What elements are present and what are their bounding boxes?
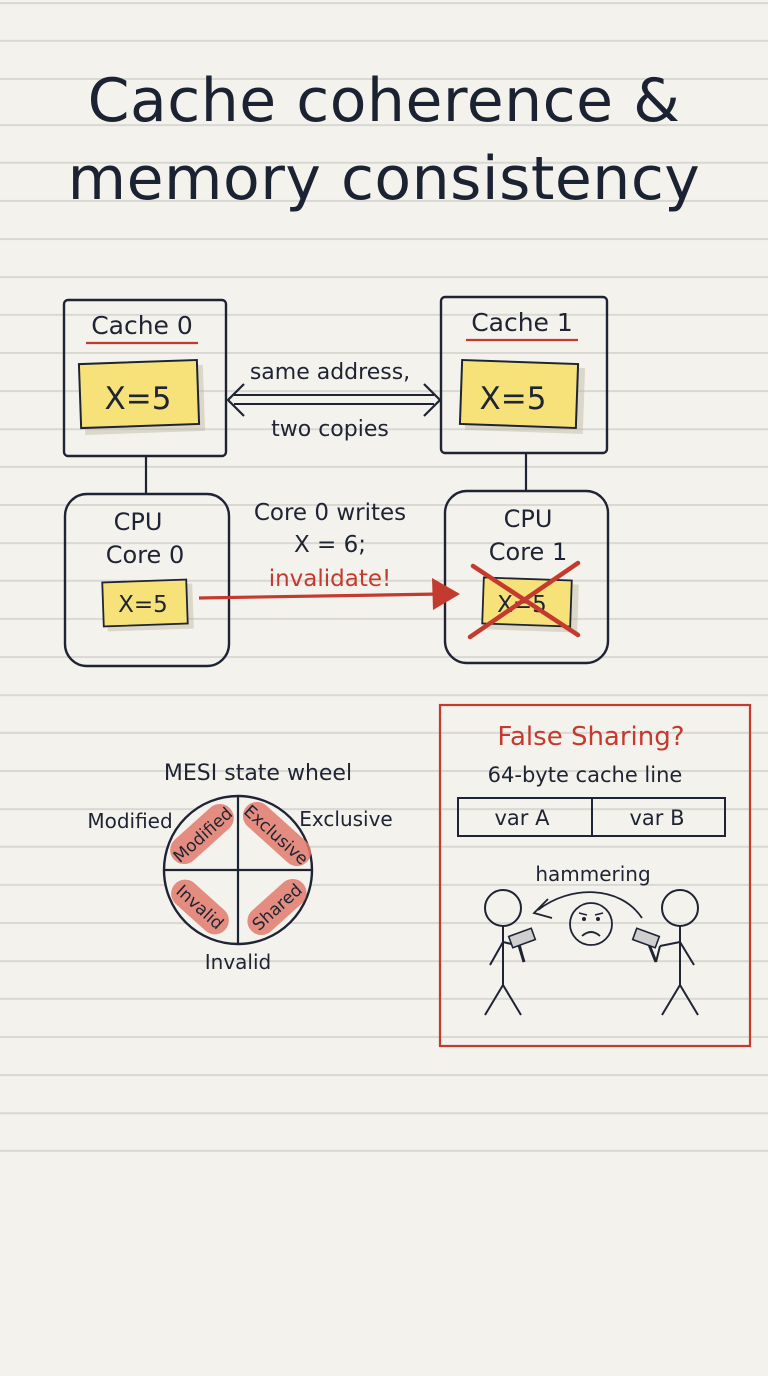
cache-1-sticky-note: X=5 [458,358,586,435]
mesi-state-wheel: Modified Exclusive Invalid Shared [162,794,314,946]
cache-line-bar: var A var B [457,797,726,837]
write-label-2: X = 6; [294,532,366,558]
title-line-2: memory consistency [67,144,701,214]
false-sharing-title: False Sharing? [497,722,684,752]
cache-0-label: Cache 0 [91,311,193,340]
title-line-1: Cache coherence & [87,66,681,136]
cache-0-sticky-note: X=5 [77,358,206,436]
sad-face-icon [569,902,613,946]
cache-line-var-a: var A [495,806,551,830]
mesi-outer-label-invalid: Invalid [205,950,271,974]
core-0-value: X=5 [118,592,168,618]
false-sharing-subtitle: 64-byte cache line [488,763,683,787]
write-label-1: Core 0 writes [254,500,406,526]
core-1-line-2: Core 1 [489,538,567,566]
false-sharing-panel: False Sharing? 64-byte cache line var A … [438,703,752,1048]
core-0-line-1: CPU [114,508,163,536]
page-title: Cache coherence & memory consistency [0,62,768,218]
cache-link-label-2: two copies [271,417,389,442]
cache-link-label-1: same address, [250,360,410,385]
hammering-arrowhead [532,898,553,919]
cache-1-box: Cache 1 X=5 [439,295,609,455]
core-0-sticky-note: X=5 [101,578,194,632]
cache-link-double-arrow [226,383,442,417]
core-1-box: CPU Core 1 X=5 [443,489,610,665]
hammering-label: hammering [535,862,650,886]
cache-0-box: Cache 0 X=5 [62,298,228,458]
core-1-line-1: CPU [504,505,553,533]
invalidated-cross-icon [467,560,581,640]
hammer-left-icon [507,927,537,963]
mesi-outer-label-exclusive: Exclusive [299,807,392,831]
stick-figure-right-icon [655,889,699,1016]
hammering-arrow [537,891,643,919]
cache-line-var-b: var B [629,806,684,830]
invalidate-label: invalidate! [269,566,392,592]
stick-figure-left-icon [484,889,525,1016]
cache-1-value: X=5 [480,381,547,417]
mesi-outer-label-modified: Modified [87,809,172,833]
mesi-title: MESI state wheel [164,761,352,786]
core-0-box: CPU Core 0 X=5 [63,492,231,668]
hammer-right-icon [631,927,661,963]
cache-0-value: X=5 [105,381,172,417]
core-0-line-2: Core 0 [106,541,184,569]
cache-1-label: Cache 1 [471,308,573,337]
invalidate-arrow [198,578,460,610]
